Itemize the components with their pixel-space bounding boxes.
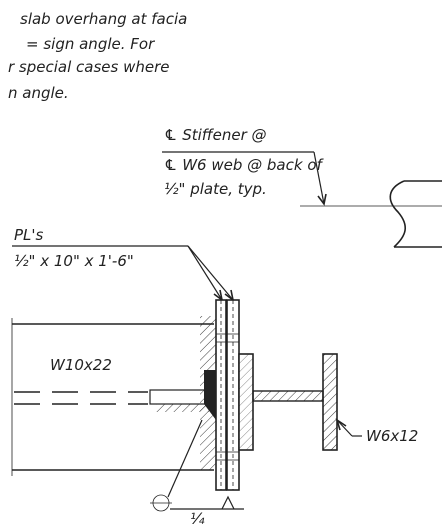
w6-leader xyxy=(336,419,353,437)
plates-callout: PL's ½" x 10" x 1'-6" xyxy=(12,226,235,302)
general-note: slab overhang at facia = sign angle. For… xyxy=(8,10,187,102)
plates-label-line-1: PL's xyxy=(14,226,44,244)
end-plates xyxy=(215,299,240,491)
weld-symbol: ¼ xyxy=(150,419,244,528)
plates-label-line-2: ½" x 10" x 1'-6" xyxy=(14,252,134,270)
w6-web xyxy=(252,390,324,402)
stiffener-label-line-1: ℄ Stiffener @ xyxy=(164,126,267,144)
w6-leader-arrow xyxy=(335,418,347,431)
pipe-break-symbol xyxy=(389,180,442,248)
stiffener-callout: ℄ Stiffener @ ℄ W6 web @ back of ½" plat… xyxy=(162,126,327,206)
tab-weld-hatch xyxy=(156,404,210,412)
weld-fillet-triangle xyxy=(221,495,235,510)
stiffener-leader xyxy=(313,151,325,205)
plates-leader-1 xyxy=(187,245,223,301)
note-line-3: r special cases where xyxy=(8,58,170,76)
plates-leader-2 xyxy=(187,245,234,301)
weld-size-label: ¼ xyxy=(190,510,205,528)
pipe-break-curve xyxy=(389,180,406,248)
stiffener-label-line-3: ½" plate, typ. xyxy=(164,180,267,198)
note-line-4: n angle. xyxy=(8,84,69,102)
beam-label: W10x22 xyxy=(50,356,112,374)
plate-backing-hatch xyxy=(200,316,216,470)
stiffener-label-line-2: ℄ W6 web @ back of xyxy=(164,156,325,174)
note-line-1: slab overhang at facia xyxy=(20,10,187,28)
stiffener-plate-hatch xyxy=(239,354,253,450)
note-line-2: = sign angle. For xyxy=(26,35,155,53)
plates-leader-arrow-1 xyxy=(213,289,224,302)
w6-flange xyxy=(322,353,338,451)
weld-arrow-line xyxy=(167,419,203,498)
stiffener-leader-arrow xyxy=(317,193,327,206)
w6x12-section: W6x12 xyxy=(252,353,418,451)
column-label: W6x12 xyxy=(366,427,418,445)
